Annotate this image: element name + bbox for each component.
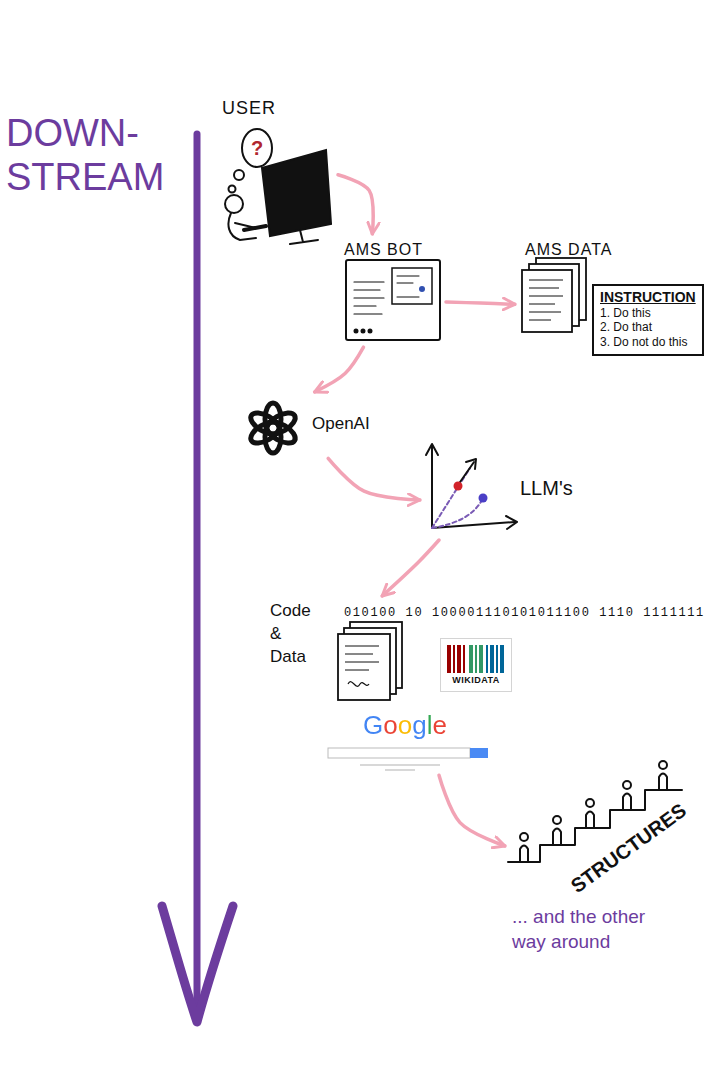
flow-arrow [338,175,373,234]
chatbot-window [397,276,419,297]
node-label: Code & Data [270,600,311,669]
node-label: AMS DATA [525,240,612,259]
node-label: AMS BOT [344,240,442,259]
wikidata-barcode [479,645,483,673]
wikidata-logo: WIKIDATA [440,638,512,692]
chatbot-window [362,330,365,333]
vector-chart [426,444,517,529]
chatbot-node: AMS BOT [336,234,446,347]
flow-arrow [446,302,515,304]
user-figure [244,226,266,230]
node-label: USER [222,98,338,120]
wikidata-barcode [486,645,488,673]
staircase [623,794,631,811]
node-label: 2. Do that [600,320,696,334]
node-label: 1. Do this [600,306,696,320]
staircase [623,781,631,789]
vector-chart [432,500,482,528]
chatbot-window [354,282,384,314]
staircase [520,833,528,841]
chatbot-window [419,286,425,292]
openai-node: OpenAI [240,392,376,458]
document-stack [522,258,586,332]
search-bar [328,748,488,770]
staircase [553,816,561,824]
staircase [586,799,594,807]
stream-title: DOWN- STREAM [6,112,164,199]
search-bar [470,748,488,758]
flow-arrow [439,775,505,846]
user-figure [234,170,244,180]
staircase [586,812,594,829]
llm-node: LLM's [420,440,579,540]
document-stack [338,634,390,700]
reverse-note: ... and the other way around [512,905,652,954]
user-figure [242,129,272,167]
document-stack [529,280,563,320]
downstream-arrow [162,134,233,1022]
vector-chart [506,516,517,529]
chatbot-window [392,268,432,304]
wikidata-barcode [447,645,504,673]
flow-arrow [328,458,420,500]
wikidata-barcode [447,645,451,673]
node-label: WIKIDATA [444,675,508,686]
binary-code: 010100 10 100001110101011100 1110 111111… [344,606,705,620]
downstream-arrow [196,134,197,1016]
document-stack [348,682,369,687]
staircase [659,761,667,769]
chatbot-window [369,330,372,333]
wikidata-barcode [500,645,504,673]
wikidata-barcode [457,645,461,673]
user-figure [290,230,318,244]
chatbot-window [346,260,440,340]
user-figure [225,129,331,244]
search-bar [328,748,470,758]
structures-node: STRUCTURES [505,762,695,902]
user-figure [229,186,236,193]
user-figure [225,195,243,213]
google-logo: Google [320,706,490,775]
node-label: 3. Do not do this [600,335,696,349]
flow-arrow [382,540,439,596]
vector-chart [458,462,474,485]
vector-chart [431,446,433,528]
downstream-arrow [162,906,233,1022]
wikidata-barcode [463,645,465,673]
wikidata-barcode [475,645,477,673]
user-figure [262,150,331,236]
instruction-box: INSTRUCTION1. Do this2. Do that3. Do not… [592,284,704,356]
document-stack [345,646,379,670]
vector-chart [432,522,515,528]
vector-chart [454,482,463,491]
document-stack [338,622,402,700]
staircase [659,774,667,791]
wikidata-barcode [453,645,455,673]
chatbot-window [355,330,358,333]
wikidata-barcode [490,645,494,673]
node-label: LLM's [520,476,573,500]
vector-chart [466,459,476,469]
openai-logo [247,403,298,453]
node-label: STRUCTURES [566,798,691,898]
node-label: OpenAI [312,414,370,434]
search-bar [360,765,440,770]
document-stack [522,270,572,332]
staircase [553,829,561,846]
wikidata-barcode [496,645,498,673]
flow-arrow [315,347,364,392]
staircase [520,846,528,863]
user-figure [228,213,256,240]
vector-chart [426,444,438,455]
node-label: INSTRUCTION [600,289,696,306]
user-node: USER [218,98,338,252]
node-label: Google [363,710,447,741]
wikidata-barcode [469,645,473,673]
thought-mark: ? [251,136,263,160]
vector-chart [479,494,488,503]
chatbot-window [346,260,440,340]
openai-logo [247,409,283,439]
